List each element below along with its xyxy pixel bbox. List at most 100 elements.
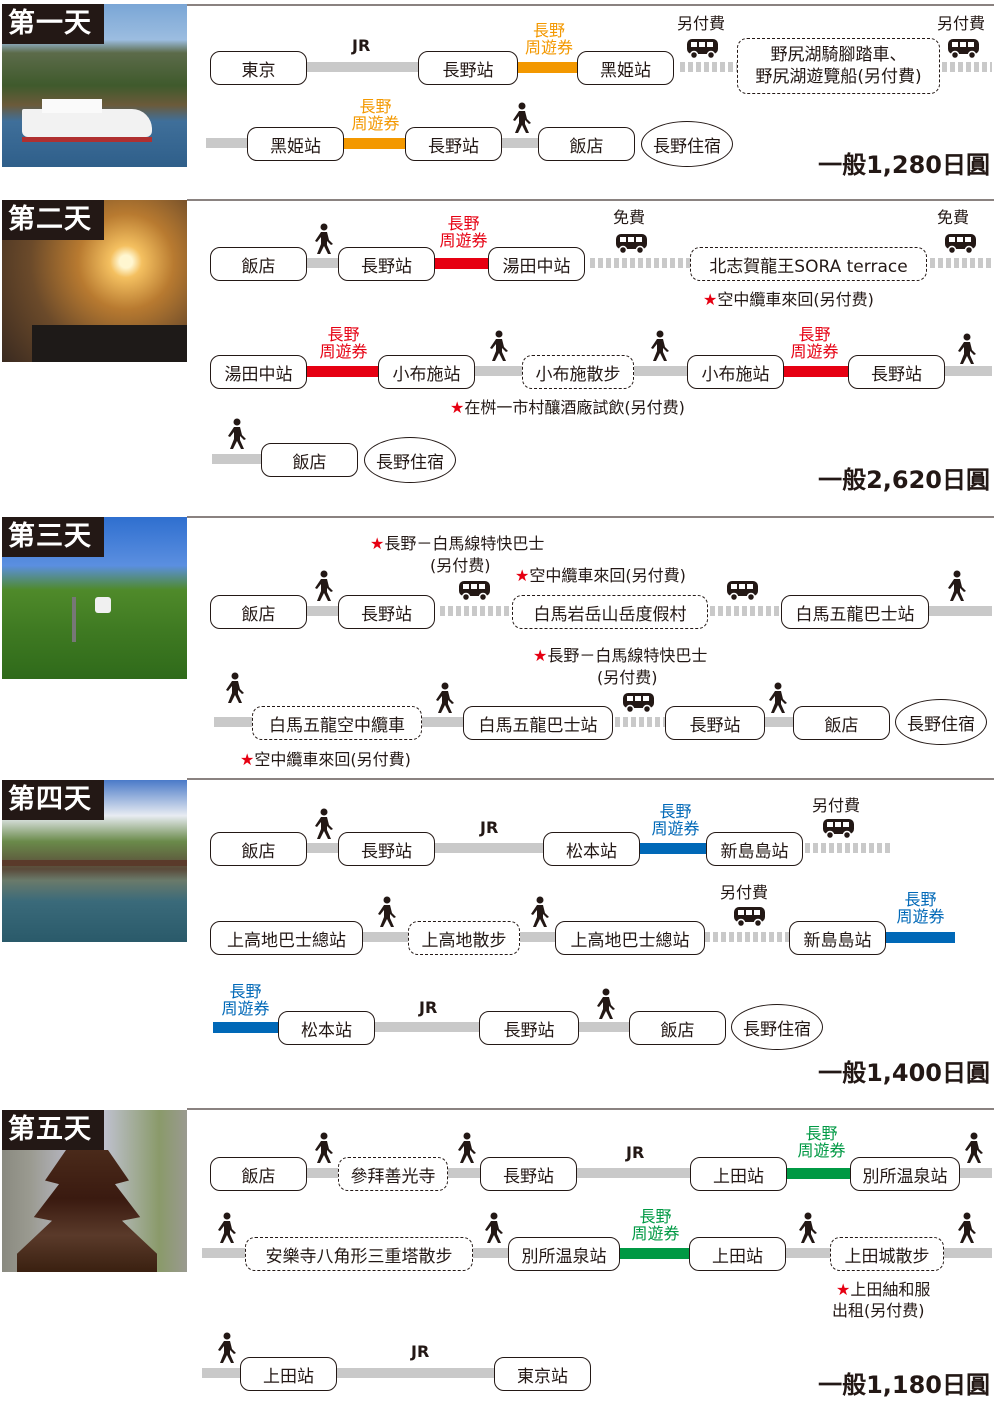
station-bessho-onsen[interactable]: 別所温泉站 xyxy=(850,1157,960,1191)
station-ueda[interactable]: 上田站 xyxy=(240,1357,337,1391)
station-nagano[interactable]: 長野站 xyxy=(848,355,945,389)
hotel[interactable]: 飯店 xyxy=(210,247,307,281)
station-bessho-onsen[interactable]: 別所温泉站 xyxy=(508,1237,620,1271)
activity-nojiri-lake[interactable]: 野尻湖騎腳踏車、野尻湖遊覽船(另付費) xyxy=(737,38,940,94)
day2-photo-sunrise xyxy=(2,200,187,362)
jr-line xyxy=(300,62,425,72)
walking-icon xyxy=(378,896,396,927)
jr-line xyxy=(430,843,550,853)
day-separator xyxy=(187,1108,994,1110)
station-matsumoto[interactable]: 松本站 xyxy=(543,832,640,866)
jr-line xyxy=(370,1022,485,1032)
note-kimono-rental: ★上田紬和服 xyxy=(836,1280,931,1299)
note-express-bus-fee: (另付费) xyxy=(430,556,491,575)
station-kurohime[interactable]: 黑姫站 xyxy=(247,127,344,161)
station-ueda[interactable]: 上田站 xyxy=(689,1237,786,1271)
walking-icon xyxy=(769,682,787,713)
station-kamikochi-bus-terminal[interactable]: 上高地巴士總站 xyxy=(210,921,363,955)
station-nagano[interactable]: 長野站 xyxy=(338,595,435,629)
walk-line xyxy=(470,1248,515,1258)
hotel[interactable]: 飯店 xyxy=(538,127,635,161)
station-obuse[interactable]: 小布施站 xyxy=(378,355,475,389)
walk-line xyxy=(955,1168,992,1178)
station-hakuba-goryu-bus[interactable]: 白馬五龍巴士站 xyxy=(463,706,613,740)
activity-obuse-walk[interactable]: 小布施散步 xyxy=(522,355,634,389)
pass-line-blue xyxy=(636,843,711,854)
station-nagano[interactable]: 長野站 xyxy=(479,1011,579,1045)
station-kamikochi-bus-terminal[interactable]: 上高地巴士總站 xyxy=(555,921,705,955)
walking-icon xyxy=(490,330,508,361)
hotel[interactable]: 飯店 xyxy=(210,595,307,629)
station-yudanaka[interactable]: 湯田中站 xyxy=(488,247,585,281)
jr-line xyxy=(572,1168,697,1178)
activity-hakuba-goryu-ropeway[interactable]: 白馬五龍空中纜車 xyxy=(252,706,422,740)
walking-icon xyxy=(651,330,669,361)
station-nagano[interactable]: 長野站 xyxy=(418,51,518,85)
bus-line xyxy=(615,717,670,727)
station-tokyo[interactable]: 東京 xyxy=(210,51,307,85)
pass-label: 長野周遊券 xyxy=(790,325,839,361)
activity-zenkoji-visit[interactable]: 參拜善光寺 xyxy=(338,1157,448,1191)
station-shin-shimashima[interactable]: 新島島站 xyxy=(789,921,886,955)
bus-line xyxy=(805,843,890,853)
walking-icon xyxy=(218,1212,236,1243)
note-kimono-rental-fee: 出租(另付费) xyxy=(832,1301,925,1320)
activity-kamikochi-walk[interactable]: 上高地散步 xyxy=(408,921,520,955)
pass-label: 長野周遊券 xyxy=(319,325,368,361)
walk-line xyxy=(214,717,264,727)
bus-icon xyxy=(727,581,758,602)
station-nagano[interactable]: 長野站 xyxy=(405,127,502,161)
walk-line xyxy=(940,366,992,376)
station-tokyo[interactable]: 東京站 xyxy=(494,1357,591,1391)
station-ueda[interactable]: 上田站 xyxy=(690,1157,787,1191)
walking-icon xyxy=(513,102,531,133)
hotel[interactable]: 飯店 xyxy=(210,1157,307,1191)
hotel[interactable]: 飯店 xyxy=(261,443,358,477)
pass-line-blue xyxy=(882,932,955,943)
hotel[interactable]: 飯店 xyxy=(793,706,890,740)
extra-fee-label: 另付費 xyxy=(937,14,986,33)
station-nagano[interactable]: 長野站 xyxy=(665,706,765,740)
station-kurohime[interactable]: 黑姫站 xyxy=(577,51,674,85)
activity-sora-terrace[interactable]: 北志賀龍王SORA terrace xyxy=(690,247,927,281)
stay-nagano: 長野住宿 xyxy=(641,121,733,167)
station-yudanaka[interactable]: 湯田中站 xyxy=(210,355,307,389)
station-hakuba-goryu-bus[interactable]: 白馬五龍巴士站 xyxy=(781,595,929,629)
bus-icon xyxy=(945,234,976,255)
day-separator xyxy=(187,778,994,780)
pass-label: 長野周遊券 xyxy=(631,1207,680,1243)
note-ropeway: ★空中纜車來回(另付費) xyxy=(240,750,411,769)
activity-anrakuji-pagoda-walk[interactable]: 安樂寺八角形三重塔散步 xyxy=(245,1237,473,1271)
bus-icon xyxy=(459,581,490,602)
extra-fee-label: 另付費 xyxy=(720,883,769,902)
bus-line xyxy=(710,606,785,616)
hotel[interactable]: 飯店 xyxy=(210,832,307,866)
walk-line xyxy=(300,606,345,616)
walking-icon xyxy=(958,333,976,364)
free-label: 免費 xyxy=(937,208,970,227)
pass-line-orange xyxy=(340,138,410,149)
station-obuse[interactable]: 小布施站 xyxy=(687,355,784,389)
walk-line xyxy=(940,1248,992,1258)
activity-ueda-castle-walk[interactable]: 上田城散步 xyxy=(830,1237,944,1271)
day5-label: 第五天 xyxy=(2,1110,104,1150)
price-label: 一般1,280日圓 xyxy=(818,151,990,179)
walking-icon xyxy=(436,682,454,713)
station-nagano[interactable]: 長野站 xyxy=(338,247,435,281)
station-nagano[interactable]: 長野站 xyxy=(480,1157,577,1191)
hotel[interactable]: 飯店 xyxy=(629,1011,726,1045)
station-shin-shimashima[interactable]: 新島島站 xyxy=(706,832,803,866)
pass-label: 長野周遊券 xyxy=(221,982,270,1018)
walking-icon xyxy=(948,570,966,601)
bus-line xyxy=(930,258,992,268)
walk-line xyxy=(516,932,561,942)
activity-hakuba-iwatake[interactable]: 白馬岩岳山岳度假村 xyxy=(512,595,708,629)
note-ropeway: ★空中纜車來回(另付费) xyxy=(703,290,874,309)
bus-line xyxy=(705,932,790,942)
station-nagano[interactable]: 長野站 xyxy=(338,832,435,866)
station-matsumoto[interactable]: 松本站 xyxy=(278,1011,375,1045)
day-separator xyxy=(187,199,994,201)
pass-label: 長野周遊券 xyxy=(439,214,488,250)
stay-nagano: 長野住宿 xyxy=(364,437,456,483)
note-express-bus: ★長野－白馬線特快巴士 xyxy=(533,646,708,665)
